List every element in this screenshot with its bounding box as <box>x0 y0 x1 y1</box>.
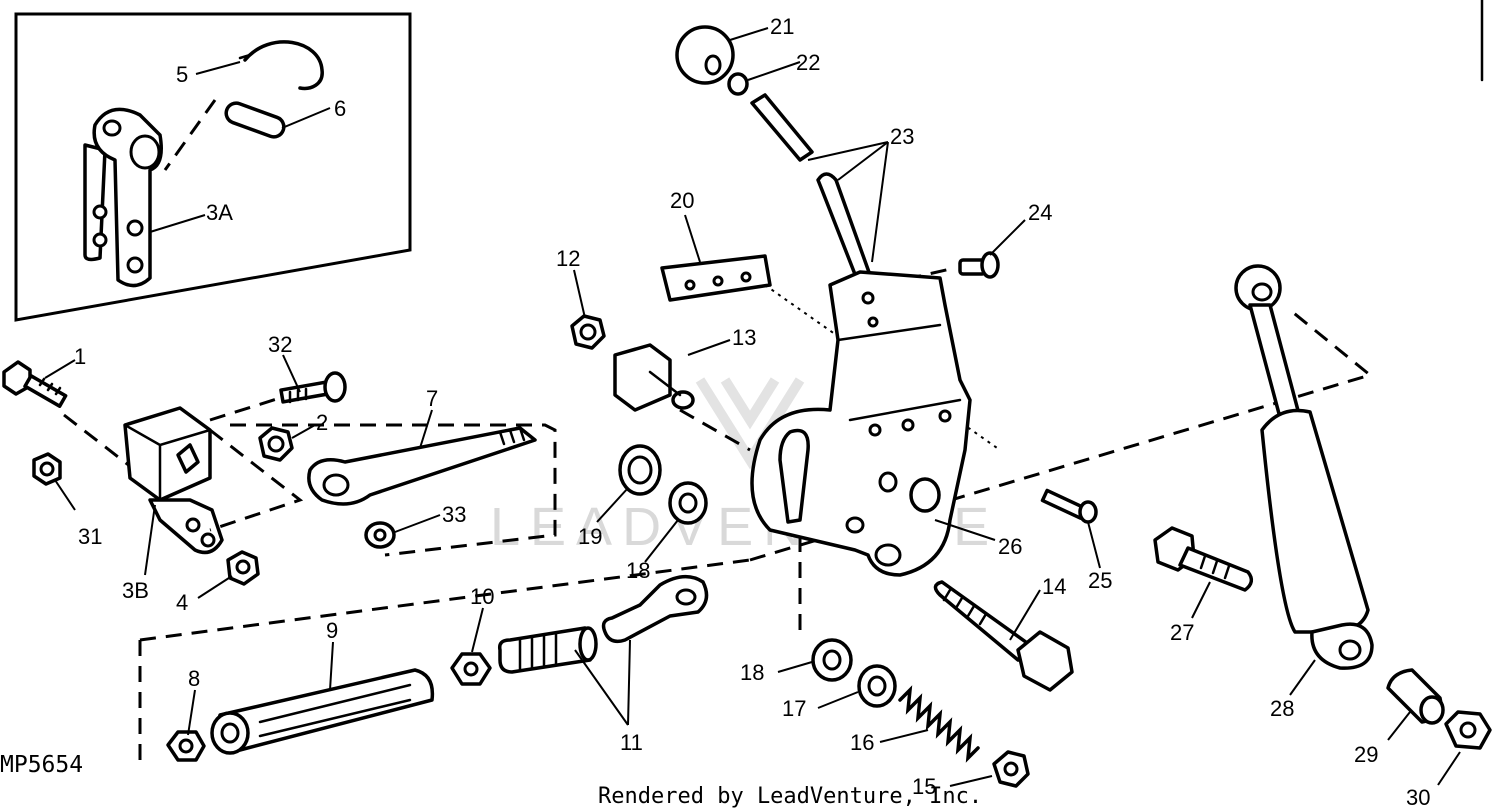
pin-24-part[interactable] <box>958 251 1000 279</box>
nut-10-part[interactable] <box>450 652 492 686</box>
callout-18-lower: 18 <box>740 660 764 685</box>
callout-labels: 1 2 3A 3B 4 5 6 7 8 9 10 11 12 13 14 15 … <box>74 14 1430 810</box>
bracket-26-part[interactable] <box>750 270 972 577</box>
callout-23: 23 <box>890 124 914 149</box>
callout-3b: 3B <box>122 578 149 603</box>
turnbuckle-9-part[interactable] <box>210 668 435 755</box>
bolt-25-part[interactable] <box>1040 488 1098 524</box>
callout-21: 21 <box>770 14 794 39</box>
washer-18-upper-part[interactable] <box>668 481 708 525</box>
callout-6: 6 <box>334 96 346 121</box>
knob-21-part[interactable] <box>675 25 735 85</box>
lever-23-part[interactable] <box>750 93 872 284</box>
callout-24: 24 <box>1028 200 1052 225</box>
callout-20: 20 <box>670 188 694 213</box>
callout-32: 32 <box>268 332 292 357</box>
callout-10: 10 <box>470 584 494 609</box>
callout-9: 9 <box>326 618 338 643</box>
callout-8: 8 <box>188 666 200 691</box>
callout-29: 29 <box>1354 742 1378 767</box>
bushing-19-part[interactable] <box>618 444 662 496</box>
bracket-3b-part[interactable] <box>123 406 224 555</box>
callout-16: 16 <box>850 730 874 755</box>
shock-absorber-28-part[interactable] <box>1234 264 1374 670</box>
bolt-32-part[interactable] <box>279 371 347 404</box>
nut-12-part[interactable] <box>570 314 606 350</box>
nut-31-part[interactable] <box>32 452 62 486</box>
callout-13: 13 <box>732 325 756 350</box>
washer-17-part[interactable] <box>857 664 897 708</box>
retaining-ring-part[interactable] <box>243 40 324 91</box>
nut-8-part[interactable] <box>166 730 206 762</box>
spacer-13-part[interactable] <box>613 343 695 412</box>
inset-detail-box <box>14 12 412 322</box>
nut-22-part[interactable] <box>727 72 749 96</box>
callout-3a: 3A <box>206 200 233 225</box>
rod-7-part[interactable] <box>307 426 537 506</box>
washer-18-lower-part[interactable] <box>811 638 853 682</box>
callout-12: 12 <box>556 246 580 271</box>
callout-28: 28 <box>1270 696 1294 721</box>
nut-4-part[interactable] <box>226 550 260 586</box>
callout-4: 4 <box>176 590 188 615</box>
callout-2: 2 <box>316 410 328 435</box>
callout-14: 14 <box>1042 574 1066 599</box>
nut-30-part[interactable] <box>1444 710 1492 750</box>
callout-33: 33 <box>442 502 466 527</box>
bolt-14-part[interactable] <box>933 580 1074 692</box>
callout-15: 15 <box>912 774 936 799</box>
callout-11: 11 <box>620 730 643 755</box>
callout-22: 22 <box>796 50 820 75</box>
callout-18-upper: 18 <box>626 558 650 583</box>
figure-id: MP5654 <box>0 752 83 778</box>
callout-26: 26 <box>998 534 1022 559</box>
bolt-1-part[interactable] <box>2 360 68 408</box>
leader-lines <box>44 27 1461 787</box>
spring-16-part[interactable] <box>898 685 980 763</box>
bolt-27-part[interactable] <box>1153 526 1254 592</box>
rod-end-11-part[interactable] <box>497 575 709 674</box>
callout-31: 31 <box>78 524 102 549</box>
callout-5: 5 <box>176 62 188 87</box>
callout-27: 27 <box>1170 620 1194 645</box>
pin-part[interactable] <box>223 100 286 139</box>
nut-15-part[interactable] <box>992 750 1030 788</box>
plate-20-part[interactable] <box>660 254 772 302</box>
callout-1: 1 <box>74 344 86 369</box>
callout-25: 25 <box>1088 568 1112 593</box>
bushing-2-part[interactable] <box>258 426 294 462</box>
callout-17: 17 <box>782 696 806 721</box>
bushing-33-part[interactable] <box>364 521 396 549</box>
callout-7: 7 <box>426 386 438 411</box>
bushing-29-part[interactable] <box>1386 668 1445 725</box>
callout-30: 30 <box>1406 785 1430 810</box>
callout-19: 19 <box>578 524 602 549</box>
credit-text: Rendered by LeadVenture, Inc. <box>598 784 982 809</box>
bracket-3a-part[interactable] <box>83 107 163 288</box>
